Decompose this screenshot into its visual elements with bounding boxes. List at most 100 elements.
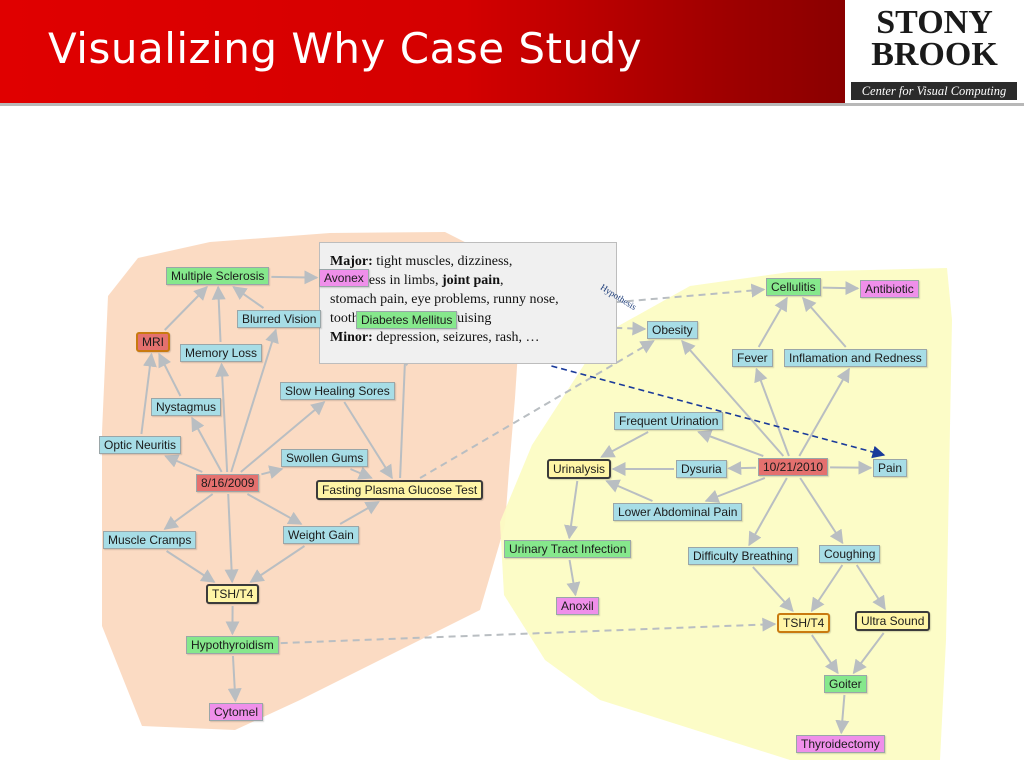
edge-mri-multiple-sclerosis [164,286,208,331]
node-coughing[interactable]: Coughing [819,545,881,563]
minor-label: Minor: [330,330,373,345]
node-blurred-vision[interactable]: Blurred Vision [237,310,322,328]
node-tsh-t4-left[interactable]: TSH/T4 [206,584,260,604]
node-diabetes-mellitus[interactable]: Diabetes Mellitus [356,311,458,329]
edge-optic-neuritis-mri [140,352,157,435]
edge-tsh-t4-right-goiter [811,634,839,675]
edge-lower-abdominal-pain-urinalysis [605,479,653,502]
node-fever[interactable]: Fever [732,349,773,367]
node-hypothyroidism[interactable]: Hypothyroidism [186,636,279,654]
minor-text: depression, seizures, rash, … [376,330,540,345]
edge-coughing-ultra-sound [855,564,886,611]
node-swollen-gums[interactable]: Swollen Gums [281,449,369,467]
node-frequent-urination[interactable]: Frequent Urination [614,412,724,430]
edge-weight-gain-fasting-plasma-glucose-test [339,501,380,525]
edge-inflamation-and-redness-cellulitis [802,296,847,348]
edge-date-8-16-2009-weight-gain [246,493,303,525]
edge-urinary-tract-infection-anoxil [566,559,581,597]
node-urinary-tract-infection[interactable]: Urinary Tract Infection [504,540,632,558]
node-weight-gain[interactable]: Weight Gain [283,526,359,544]
edge-fasting-plasma-glucose-test-obesity [419,340,655,479]
major-line-1: Major: tight muscles, dizziness, [330,252,616,271]
major-line-2: numbness in limbs, joint pain, [330,271,616,290]
hypothesis-arrow [551,365,886,459]
edge-date-10-21-2010-coughing [799,477,844,545]
node-goiter[interactable]: Goiter [824,675,867,693]
major-line-3: stomach pain, eye problems, runny nose, [330,292,559,307]
node-thyroidectomy[interactable]: Thyroidectomy [796,735,885,753]
edge-date-10-21-2010-dysuria [727,461,757,476]
edge-frequent-urination-urinalysis [600,431,649,458]
node-antibiotic[interactable]: Antibiotic [860,280,919,298]
header-rule [0,103,1024,106]
node-nystagmus[interactable]: Nystagmus [151,398,222,416]
edge-urinalysis-urinary-tract-infection [564,480,579,540]
edge-date-10-21-2010-fever [754,367,790,457]
edge-swollen-gums-fasting-plasma-glucose-test [350,466,373,480]
logo-line2: BROOK [871,36,998,73]
edge-difficulty-breathing-tsh-t4-right [752,566,794,613]
edge-date-10-21-2010-obesity [681,339,785,457]
node-date-10-21-2010[interactable]: 10/21/2010 [758,458,829,476]
node-difficulty-breathing[interactable]: Difficulty Breathing [688,547,798,565]
logo-line1: STONY [876,4,993,41]
edge-weight-gain-tsh-t4-left [249,545,306,583]
edge-date-8-16-2009-slow-healing-sores [240,401,326,473]
edge-hypothyroidism-tsh-t4-right [280,617,777,645]
edge-coughing-tsh-t4-right [810,564,844,613]
node-muscle-cramps[interactable]: Muscle Cramps [103,531,197,549]
edge-fever-cellulitis [757,296,788,348]
major-label: Major: [330,254,373,269]
edge-date-8-16-2009-blurred-vision [230,328,279,473]
symptom-info-box: Major: tight muscles, dizziness, numbnes… [319,242,617,364]
node-memory-loss[interactable]: Memory Loss [180,344,263,362]
node-cytomel[interactable]: Cytomel [209,703,264,721]
edge-date-8-16-2009-tsh-t4-left [224,493,239,584]
major-text-1: tight muscles, dizziness, [376,254,513,269]
node-urinalysis[interactable]: Urinalysis [547,459,612,479]
edge-slow-healing-sores-fasting-plasma-glucose-test [343,401,393,480]
stony-brook-logo: STONY BROOK Center for Visual Computing [845,0,1024,103]
edge-memory-loss-multiple-sclerosis [211,285,226,343]
edge-date-8-16-2009-optic-neuritis [164,454,203,473]
node-cellulitis[interactable]: Cellulitis [766,278,821,296]
node-ultra-sound[interactable]: Ultra Sound [855,611,931,631]
edge-goiter-thyroidectomy [835,694,850,735]
node-mri[interactable]: MRI [136,332,170,352]
edge-date-8-16-2009-muscle-cramps [163,493,214,530]
logo-subtitle: Center for Visual Computing [851,82,1017,100]
major-text-2-post: , [499,273,504,288]
edge-date-8-16-2009-nystagmus [191,416,223,473]
slide-title: Visualizing Why Case Study [48,24,643,73]
edge-hypothyroidism-cytomel [227,655,242,703]
edge-date-10-21-2010-lower-abdominal-pain [704,477,766,503]
edge-multiple-sclerosis-avonex [271,270,319,285]
node-tsh-t4-right[interactable]: TSH/T4 [777,613,831,633]
node-fasting-plasma-glucose-test[interactable]: Fasting Plasma Glucose Test [316,480,484,500]
edge-cellulitis-antibiotic [822,281,860,296]
node-anoxil[interactable]: Anoxil [556,597,599,615]
node-optic-neuritis[interactable]: Optic Neuritis [99,436,182,454]
title-bar: Visualizing Why Case Study [0,0,845,103]
node-inflamation-and-redness[interactable]: Inflamation and Redness [784,349,927,367]
node-slow-healing-sores[interactable]: Slow Healing Sores [280,382,395,400]
node-dysuria[interactable]: Dysuria [676,460,727,478]
node-date-8-16-2009[interactable]: 8/16/2009 [196,474,260,492]
edge-date-8-16-2009-swollen-gums [261,465,284,479]
node-avonex[interactable]: Avonex [319,269,369,287]
edge-date-10-21-2010-difficulty-breathing [748,477,788,547]
edge-ultra-sound-goiter [852,632,885,675]
edge-date-10-21-2010-frequent-urination [697,429,764,457]
node-pain[interactable]: Pain [873,459,908,477]
node-multiple-sclerosis[interactable]: Multiple Sclerosis [166,267,270,285]
minor-line: Minor: depression, seizures, rash, … [330,328,616,347]
node-obesity[interactable]: Obesity [647,321,698,339]
node-lower-abdominal-pain[interactable]: Lower Abdominal Pain [613,503,743,521]
diagram: Major: tight muscles, dizziness, numbnes… [0,106,1024,768]
edge-nystagmus-mri [158,352,182,397]
joint-pain-text: joint pain [442,273,500,288]
edge-muscle-cramps-tsh-t4-left [166,550,216,583]
edge-date-8-16-2009-memory-loss [215,362,230,473]
edge-blurred-vision-multiple-sclerosis [232,286,265,309]
edge-date-10-21-2010-inflamation-and-redness [798,367,850,457]
